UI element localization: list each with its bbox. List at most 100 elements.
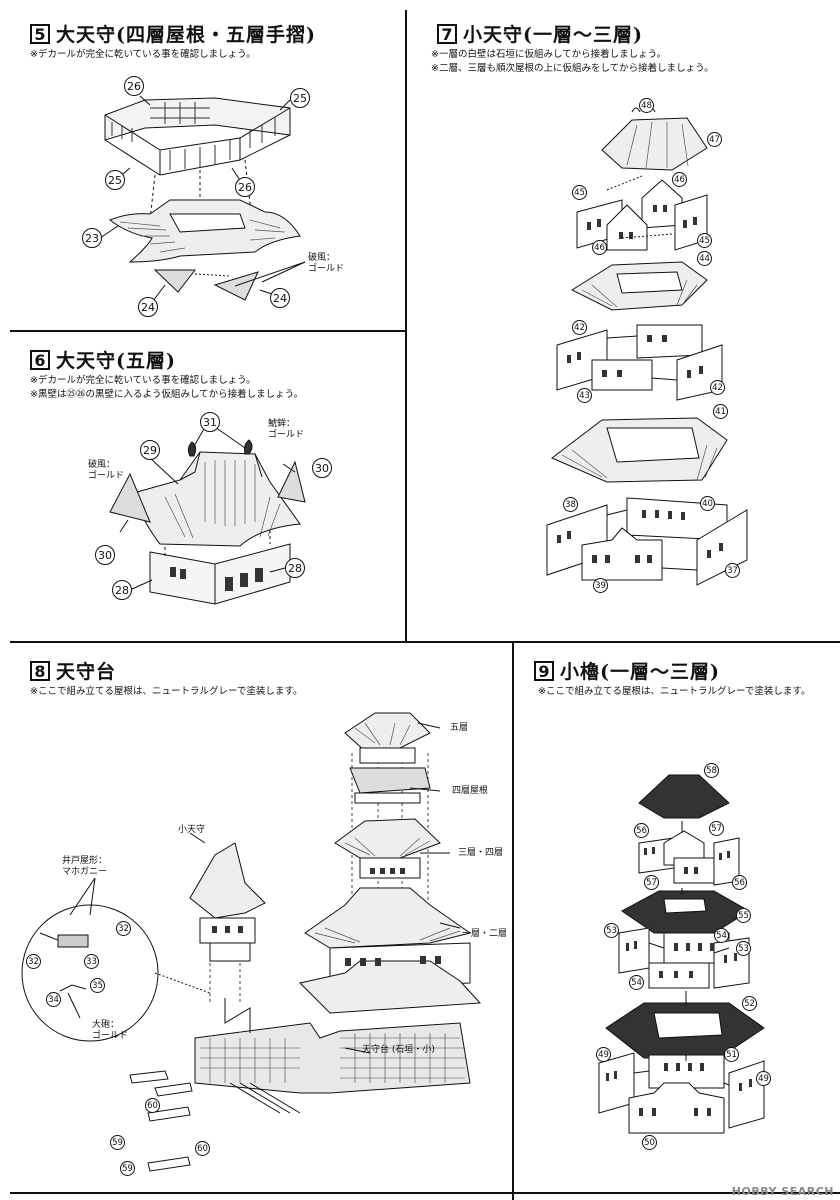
step-8-panel: 8 天守台 ※ここで組み立てる屋根は、ニュートラルグレーで塗装します。 xyxy=(0,643,512,1192)
part-number-50: 50 xyxy=(642,1135,657,1150)
label-small-tower: 小天守 xyxy=(178,825,206,835)
step-number: 8 xyxy=(30,660,50,681)
part-number-25: 25 xyxy=(290,88,310,108)
step-title: 大天守(四層屋根・五層手摺) xyxy=(56,24,316,46)
part-number-30: 30 xyxy=(95,545,115,565)
part-number-46: 46 xyxy=(672,172,687,187)
part-number-59: 59 xyxy=(110,1135,125,1150)
step-title: 小櫓(一層〜三層) xyxy=(560,661,720,683)
part-number-39: 39 xyxy=(593,578,608,593)
part-number-52: 52 xyxy=(742,996,757,1011)
step-7-illustration xyxy=(546,107,748,586)
step-6-illustration xyxy=(109,426,306,605)
part-number-40: 40 xyxy=(700,496,715,511)
part-number-54: 54 xyxy=(714,928,729,943)
part-number-60: 60 xyxy=(145,1098,160,1113)
part-number-37: 37 xyxy=(725,563,740,578)
part-number-41: 41 xyxy=(713,404,728,419)
part-number-30: 30 xyxy=(312,458,332,478)
part-number-24: 24 xyxy=(138,297,158,317)
part-number-55: 55 xyxy=(736,908,751,923)
shachi-gold-label: 鯱鉾： ゴールド xyxy=(268,419,305,440)
part-number-57: 57 xyxy=(709,821,724,836)
part-number-53: 53 xyxy=(604,923,619,938)
label-5th-floor: 五層 xyxy=(450,723,469,733)
part-number-53: 53 xyxy=(736,941,751,956)
part-number-45: 45 xyxy=(572,185,587,200)
step-note: ※ここで組み立てる屋根は、ニュートラルグレーで塗装します。 xyxy=(30,686,303,697)
part-number-51: 51 xyxy=(724,1047,739,1062)
step-8-illustration xyxy=(21,712,482,1172)
part-number-32: 32 xyxy=(26,954,41,969)
part-number-28: 28 xyxy=(112,580,132,600)
step-5-panel: 5 大天守(四層屋根・五層手摺) ※デカールが完全に乾いている事を確認しましょう… xyxy=(0,0,405,330)
divider-vertical-bottom xyxy=(512,642,514,1200)
part-number-58: 58 xyxy=(704,763,719,778)
part-number-49: 49 xyxy=(596,1047,611,1062)
part-number-31: 31 xyxy=(200,412,220,432)
part-number-38: 38 xyxy=(563,497,578,512)
step-5-illustration xyxy=(99,95,306,306)
step-5-heading: 5 大天守(四層屋根・五層手摺) xyxy=(30,20,316,47)
label-3rd-4th-floor: 三層・四層 xyxy=(458,848,504,858)
part-number-56: 56 xyxy=(732,875,747,890)
label-well-house-mahogany: 井戸屋形： マホガニー xyxy=(62,856,108,877)
part-number-35: 35 xyxy=(90,978,105,993)
step-note-2: ※二層、三層も順次屋根の上に仮組みをしてから接着しましょう。 xyxy=(431,63,714,74)
step-note: ※ここで組み立てる屋根は、ニュートラルグレーで塗装します。 xyxy=(538,686,811,697)
step-7-heading: 7 小天守(一層〜三層) xyxy=(437,20,643,47)
label-4th-roof: 四層屋根 xyxy=(452,786,489,796)
step-9-panel: 9 小櫓(一層〜三層) ※ここで組み立てる屋根は、ニュートラルグレーで塗装します… xyxy=(514,643,840,1192)
label-stone-base: 天守台 (石垣・小) xyxy=(362,1045,435,1055)
divider-vertical-top xyxy=(405,10,407,642)
divider-bottom xyxy=(10,1192,840,1194)
label-cannon-gold: 大砲： ゴールド xyxy=(92,1020,129,1041)
step-6-heading: 6 大天守(五層) xyxy=(30,346,176,373)
part-number-42: 42 xyxy=(710,380,725,395)
part-number-29: 29 xyxy=(140,440,160,460)
step-note-2: ※黒壁は㉕㉖の黒壁に入るよう仮組みしてから接着しましょう。 xyxy=(30,389,304,400)
step-number: 7 xyxy=(437,23,457,44)
divider-horizontal-middle xyxy=(10,641,840,643)
step-note-1: ※デカールが完全に乾いている事を確認しましょう。 xyxy=(30,375,256,386)
step-9-illustration xyxy=(598,774,765,1134)
part-number-46: 46 xyxy=(592,240,607,255)
step-9-heading: 9 小櫓(一層〜三層) xyxy=(534,657,720,684)
step-note-1: ※一層の白壁は石垣に仮組みしてから接着しましょう。 xyxy=(431,49,667,60)
part-number-60: 60 xyxy=(195,1141,210,1156)
part-number-26: 26 xyxy=(235,177,255,197)
hafu-gold-label: 破風： ゴールド xyxy=(308,253,345,274)
step-title: 小天守(一層〜三層) xyxy=(463,24,643,46)
hafu-gold-label: 破風： ゴールド xyxy=(88,460,125,481)
part-number-42: 42 xyxy=(572,320,587,335)
part-number-23: 23 xyxy=(82,228,102,248)
watermark: HOBBY SEARCH xyxy=(731,1185,834,1198)
part-number-48: 48 xyxy=(639,98,654,113)
step-number: 6 xyxy=(30,349,50,370)
step-note: ※デカールが完全に乾いている事を確認しましょう。 xyxy=(30,49,256,60)
part-number-45: 45 xyxy=(697,233,712,248)
divider-horizontal-5-6 xyxy=(10,330,406,332)
part-number-34: 34 xyxy=(46,992,61,1007)
part-number-57: 57 xyxy=(644,875,659,890)
label-1st-2nd-floor: 一層・二層 xyxy=(462,929,508,939)
part-number-56: 56 xyxy=(634,823,649,838)
part-number-24: 24 xyxy=(270,288,290,308)
step-6-panel: 6 大天守(五層) ※デカールが完全に乾いている事を確認しましょう。 ※黒壁は㉕… xyxy=(0,332,405,641)
part-number-43: 43 xyxy=(577,388,592,403)
part-number-54: 54 xyxy=(629,975,644,990)
part-number-25: 25 xyxy=(105,170,125,190)
step-number: 5 xyxy=(30,23,50,44)
step-number: 9 xyxy=(534,660,554,681)
part-number-33: 33 xyxy=(84,954,99,969)
step-title: 大天守(五層) xyxy=(56,350,176,372)
part-number-26: 26 xyxy=(124,76,144,96)
part-number-49: 49 xyxy=(756,1071,771,1086)
part-number-28: 28 xyxy=(285,558,305,578)
part-number-47: 47 xyxy=(707,132,722,147)
step-7-panel: 7 小天守(一層〜三層) ※一層の白壁は石垣に仮組みしてから接着しましょう。 ※… xyxy=(407,0,840,641)
part-number-32: 32 xyxy=(116,921,131,936)
part-number-59: 59 xyxy=(120,1161,135,1176)
part-number-44: 44 xyxy=(697,251,712,266)
step-8-heading: 8 天守台 xyxy=(30,657,116,684)
